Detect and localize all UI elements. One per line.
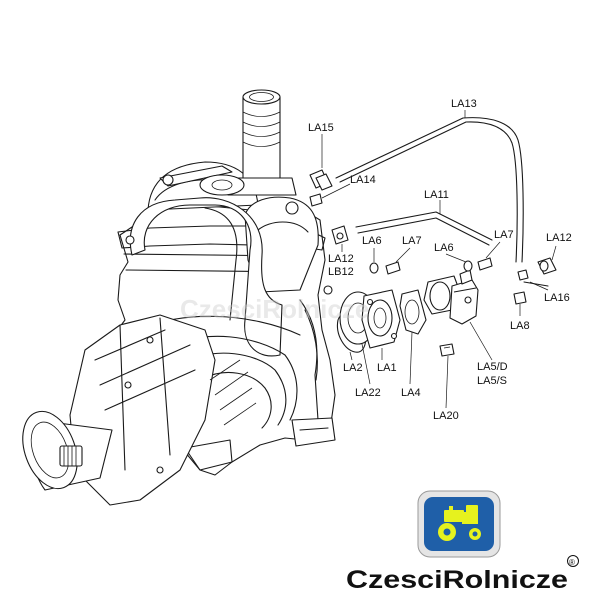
trademark-sign: ®	[569, 558, 575, 567]
label-la11: LA11	[424, 189, 449, 201]
label-la7-right: LA7	[494, 229, 514, 241]
label-la4: LA4	[401, 387, 421, 399]
trademark-circle	[567, 555, 579, 567]
label-la6-left: LA6	[362, 235, 382, 247]
label-la12-right: LA12	[546, 232, 572, 244]
label-la5d: LA5/D	[477, 361, 508, 373]
label-la14: LA14	[350, 174, 376, 186]
label-la20: LA20	[433, 410, 459, 422]
label-la15: LA15	[308, 122, 334, 134]
label-la12-left: LA12	[328, 253, 354, 265]
label-la6-right: LA6	[434, 242, 454, 254]
brand-name: CzesciRolnicze	[346, 566, 568, 594]
label-la22: LA22	[355, 387, 381, 399]
label-la13: LA13	[451, 98, 477, 110]
label-la16: LA16	[544, 292, 570, 304]
label-lb12: LB12	[328, 266, 354, 278]
small-parts-drawing	[309, 117, 557, 357]
brand-logo: CzesciRolnicze ®	[346, 490, 579, 594]
label-la8: LA8	[510, 320, 530, 332]
watermark: CzesciRolnicze	[180, 294, 369, 324]
tractor-badge	[417, 490, 501, 558]
part-labels: LA13 LA15 LA14 LA11 LA12 LB12 LA6 LA7 LA…	[308, 98, 572, 422]
leader-lines	[321, 110, 557, 409]
label-la1: LA1	[377, 362, 397, 374]
pump-body-drawing	[22, 89, 336, 506]
label-la5s: LA5/S	[477, 375, 507, 387]
label-la2: LA2	[343, 362, 363, 374]
label-la7-left: LA7	[402, 235, 422, 247]
